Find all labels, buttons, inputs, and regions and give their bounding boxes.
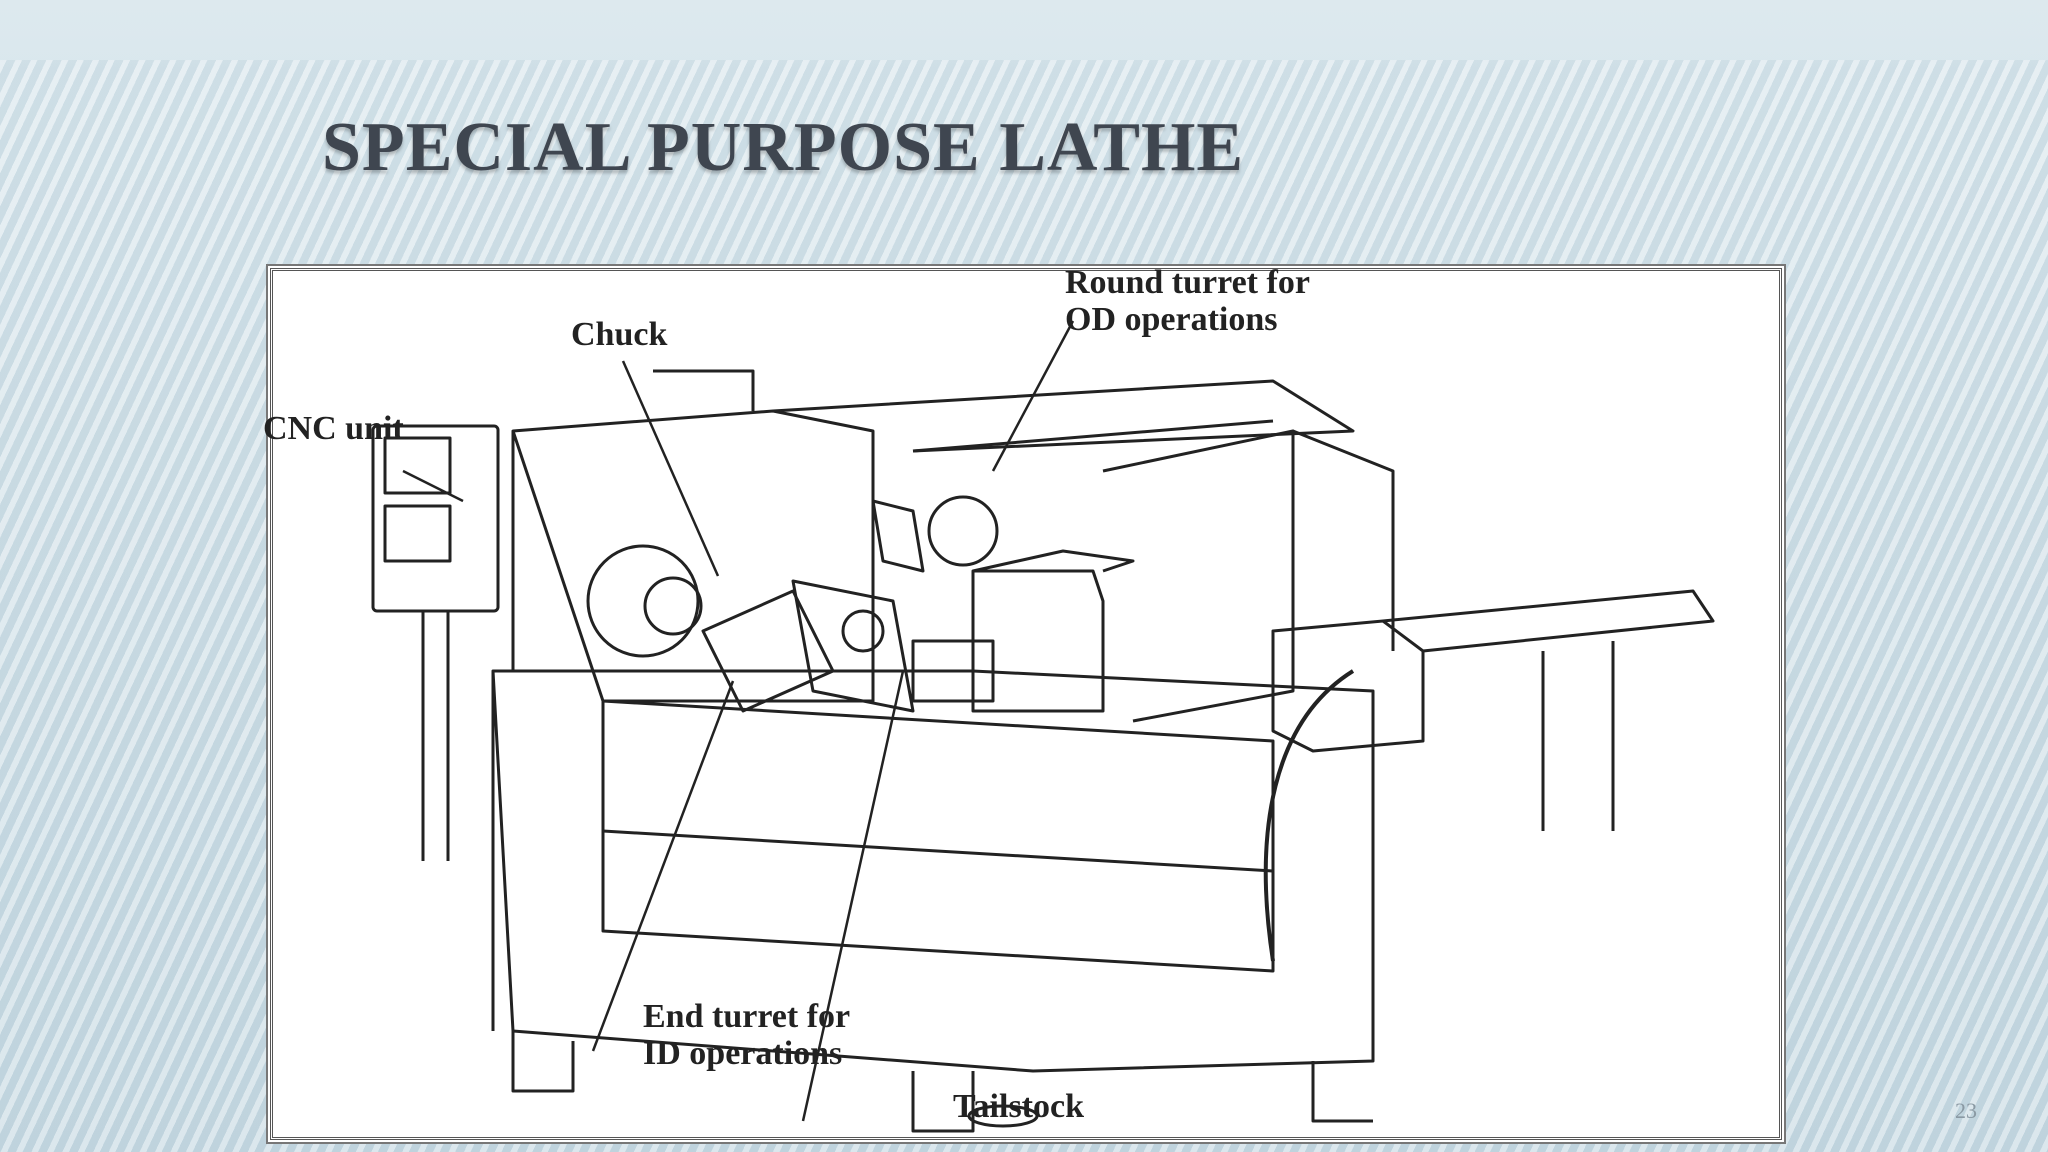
top-band	[0, 0, 2048, 70]
label-cnc-unit: CNC unit	[263, 410, 404, 447]
lathe-diagram: CNC unit Chuck Round turret for OD opera…	[263, 264, 1782, 1140]
label-end-turret: End turret for ID operations	[643, 998, 851, 1072]
label-tailstock: Tailstock	[953, 1088, 1085, 1125]
label-chuck: Chuck	[571, 316, 668, 353]
page-number: 23	[1955, 1098, 1977, 1123]
slide-title: SPECIAL PURPOSE LATHE	[322, 109, 1245, 186]
lathe-line-drawing	[371, 320, 1715, 1133]
label-round-turret: Round turret for OD operations	[1065, 264, 1310, 338]
